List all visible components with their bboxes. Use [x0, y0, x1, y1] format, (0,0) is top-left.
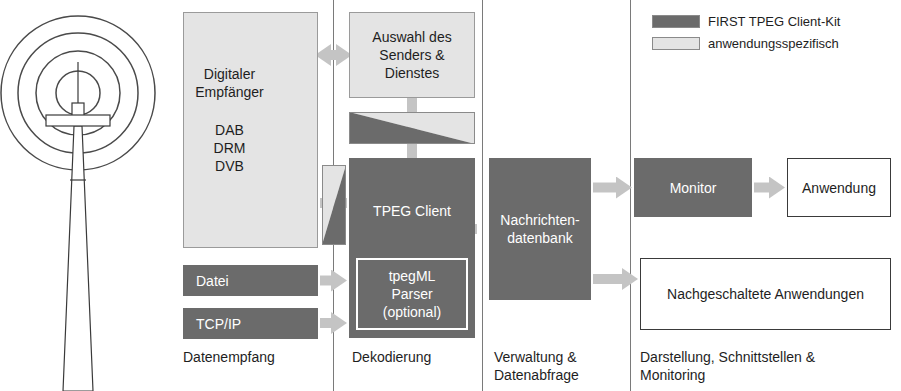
converter-horizontal — [349, 112, 475, 144]
box-text: Nachgeschaltete Anwendungen — [667, 285, 864, 303]
database-box: Nachrichten- datenbank — [489, 158, 591, 300]
flow-arrow — [754, 183, 769, 193]
phase-label: Verwaltung & Datenabfrage — [494, 348, 626, 384]
box-text: Digitaler Empfänger — [190, 65, 270, 101]
monitor-box: Monitor — [634, 158, 752, 217]
legend-text: FIRST TPEG Client-Kit — [708, 14, 840, 29]
phase-separator — [334, 0, 631, 391]
box-text: Monitor — [670, 179, 717, 197]
flow-arrow — [331, 50, 336, 60]
application-box: Anwendung — [787, 158, 891, 217]
selection-box: Auswahl des Senders & Dienstes — [349, 12, 475, 98]
downstream-box: Nachgeschaltete Anwendungen — [640, 258, 891, 330]
input-box: Datei — [183, 265, 318, 296]
box-text: TCP/IP — [196, 315, 241, 333]
phase-label: Dekodierung — [352, 348, 477, 366]
converter-vertical — [322, 165, 346, 245]
legend-text: anwendungsspezifisch — [708, 36, 839, 51]
legend-swatch — [652, 15, 700, 28]
receiver-box: Digitaler EmpfängerDAB DRM DVB — [183, 12, 318, 248]
input-box: TCP/IP — [183, 308, 318, 339]
box-text: Auswahl des Senders & Dienstes — [364, 28, 460, 82]
legend-swatch — [652, 37, 700, 50]
box-text: TPEG Client — [373, 202, 451, 220]
flow-arrow — [320, 318, 331, 328]
box-text: Nachrichten- datenbank — [493, 211, 587, 247]
box-text: DAB DRM DVB — [210, 121, 250, 175]
parser-box: tpegML Parser (optional) — [356, 258, 468, 330]
flow-arrow — [593, 183, 616, 193]
flow-arrow — [320, 276, 331, 286]
client-box: TPEG Client tpegML Parser (optional) — [349, 158, 475, 338]
flow-arrow — [593, 274, 622, 284]
box-text: Datei — [196, 272, 229, 290]
transmitter-tower — [46, 62, 110, 391]
phase-label: Darstellung, Schnittstellen & Monitoring — [640, 348, 872, 384]
phase-label: Datenempfang — [183, 348, 323, 366]
box-text: tpegML Parser (optional) — [376, 267, 448, 321]
box-text: Anwendung — [802, 179, 876, 197]
